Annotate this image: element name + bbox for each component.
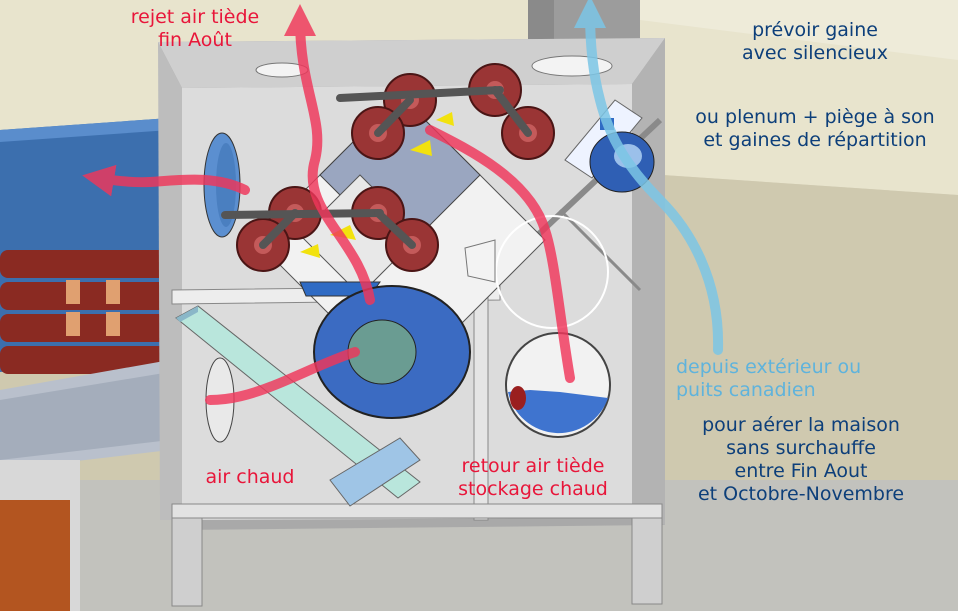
return-port [505,332,611,438]
main-blower [313,285,471,419]
right-fan-outline [464,215,609,329]
air-chaud-text: air chaud [205,466,295,488]
rejet-arrow [284,4,375,305]
exhaust-left-arrow [82,164,250,197]
retour-label-line2: stockage chaud [458,478,608,500]
depuis-label-line2: puits canadien [676,379,816,401]
plenum-label-line1: ou plenum + piège à son [695,106,935,128]
depuis-label: depuis extérieur ou puits canadien [676,356,906,402]
fan-wheels [221,63,555,272]
aerer-label-line2: sans surchauffe [726,437,876,459]
depuis-label-line1: depuis extérieur ou [676,356,862,378]
depuis-arrow [574,0,724,355]
fresh-air-arrows [574,0,724,355]
prevoir-label-line2: avec silencieux [742,42,888,64]
aerer-label-line1: pour aérer la maison [702,414,900,436]
filter-panel [175,305,421,507]
ceiling-duct [528,0,640,40]
rejet-label: rejet air tiède fin Août [95,6,295,52]
air-chaud-arrow [205,347,360,405]
plenum-label-line2: et gaines de répartition [703,129,927,151]
rejet-label-line2: fin Août [158,29,232,51]
prevoir-label: prévoir gaine avec silencieux [700,19,930,65]
aerer-label-line4: et Octobre-Novembre [697,483,905,505]
retour-label: retour air tiède stockage chaud [428,455,638,501]
aerer-label: pour aérer la maison sans surchauffe ent… [670,414,932,506]
retour-label-line1: retour air tiède [461,455,605,477]
prevoir-label-line1: prévoir gaine [752,19,878,41]
rejet-label-line1: rejet air tiède [130,6,260,28]
hot-air-arrows [82,4,575,405]
air-chaud-label: air chaud [190,466,310,489]
plenum-label: ou plenum + piège à son et gaines de rép… [670,106,958,152]
aerer-label-line3: entre Fin Aout [734,460,868,482]
retour-arrow [425,125,575,383]
